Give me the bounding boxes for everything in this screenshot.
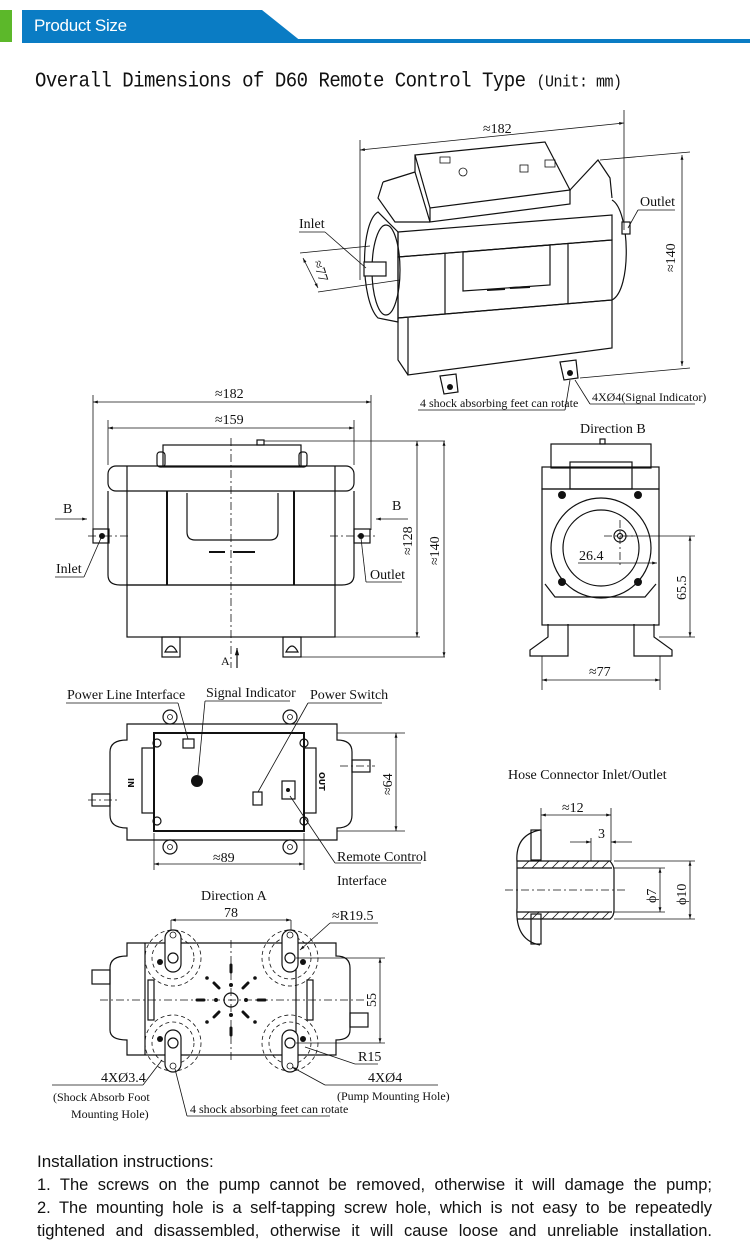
direction-a-view: Direction A 78: [52, 889, 450, 1121]
front-overall-width-dim: ≈182: [215, 387, 244, 402]
iso-foot: [559, 359, 579, 381]
signal-indicator: [191, 775, 203, 787]
front-outlet-label: Outlet: [370, 568, 405, 583]
power-line-interface: [182, 738, 195, 749]
top-height-dim: ≈64: [381, 773, 396, 795]
direction-a-body: [109, 942, 351, 1056]
foot-hole-label-1: (Shock Absorb Foot: [53, 1090, 150, 1104]
installation-instructions: Installation instructions: 1. The screws…: [37, 1150, 712, 1243]
iso-front-panel: [397, 239, 613, 319]
iso-left-cap: [363, 211, 399, 323]
iso-lid: [414, 141, 571, 209]
drawing-title-main: Overall Dimensions of D60 Remote Control…: [35, 68, 526, 94]
front-view: ≈182 ≈159: [55, 387, 446, 668]
iso-width-dim: ≈182: [483, 122, 512, 137]
iso-width-dim-line: [359, 122, 625, 151]
front-overall-height-dim: ≈140: [428, 536, 443, 565]
direction-b-height-dim: 65.5: [675, 576, 690, 601]
iso-outlet-nozzle: [621, 221, 631, 235]
hose-inner-diameter: ϕ7: [645, 889, 660, 903]
remote-control-label-1: Remote Control: [337, 850, 427, 865]
top-width-dim: ≈89: [213, 851, 235, 866]
direction-b-title: Direction B: [580, 422, 646, 437]
power-switch-label: Power Switch: [310, 688, 388, 703]
direction-a-foot: [144, 929, 202, 987]
top-view: Power Line Interface Signal Indicator Po…: [66, 686, 427, 889]
front-body-width-dim: ≈159: [215, 413, 244, 428]
iso-depth-dim: ≈77: [309, 259, 330, 284]
direction-b-offset-dim: 26.4: [579, 549, 604, 564]
direction-a-feet-label: 4 shock absorbing feet can rotate: [190, 1102, 348, 1116]
direction-b-view: Direction B 26.4 65.5 ≈77: [529, 422, 695, 690]
direction-a-title: Direction A: [201, 889, 268, 904]
hose-title: Hose Connector Inlet/Outlet: [508, 768, 667, 783]
front-foot: [282, 636, 302, 658]
section-marker: [0, 10, 12, 42]
iso-foot: [439, 373, 459, 395]
front-body-height-dim: ≈128: [401, 526, 416, 555]
instruction-item: 1. The screws on the pump cannot be remo…: [37, 1176, 712, 1194]
remote-control-interface: [281, 780, 296, 800]
section-title: Product Size: [34, 16, 127, 35]
iso-signal-label: 4XØ4(Signal Indicator): [592, 390, 706, 404]
direction-a-foot: [261, 1014, 319, 1073]
hose-length-dim: ≈12: [562, 801, 584, 816]
direction-a-radius-small: R15: [358, 1050, 381, 1065]
front-lid: [162, 444, 302, 468]
out-mark: OUT: [317, 772, 326, 791]
pump-hole-dim: 4XØ4: [368, 1071, 402, 1086]
iso-height-dim: ≈140: [664, 243, 679, 272]
hose-connector-view: Hose Connector Inlet/Outlet ≈12 3 ϕ7: [505, 768, 695, 946]
front-inlet-label: Inlet: [56, 562, 82, 577]
hose-barb-dim: 3: [598, 827, 605, 842]
iso-right-cap: [611, 199, 627, 301]
front-direction-b-right: B: [392, 499, 401, 514]
remote-control-label-2: Interface: [337, 874, 387, 889]
power-line-interface-label: Power Line Interface: [67, 688, 185, 703]
direction-a-foot: [261, 929, 319, 987]
isometric-view: ≈182 ≈140 ≈77 Inlet Outlet 4 shock absor…: [299, 110, 706, 411]
foot-hole-dim: 4XØ3.4: [101, 1071, 146, 1086]
section-tab: Product Size: [22, 10, 302, 42]
drawing-title: Overall Dimensions of D60 Remote Control…: [35, 69, 622, 93]
hose-outer-diameter: ϕ10: [675, 884, 690, 905]
section-rule: [22, 39, 750, 43]
direction-b-body: [541, 488, 660, 626]
section-header: Product Size: [0, 10, 750, 44]
power-switch: [252, 791, 263, 806]
front-direction-a: A: [221, 654, 230, 668]
iso-outlet-label: Outlet: [640, 195, 675, 210]
technical-drawing: ≈182 ≈140 ≈77 Inlet Outlet 4 shock absor…: [52, 110, 706, 1121]
direction-a-foot: [144, 1014, 202, 1073]
direction-a-height-dim: 55: [365, 993, 380, 1007]
iso-lower-band: [397, 299, 613, 376]
direction-b-width-dim: ≈77: [589, 665, 611, 680]
pump-hole-label: (Pump Mounting Hole): [337, 1089, 450, 1103]
signal-indicator-label: Signal Indicator: [206, 686, 296, 701]
iso-inlet-nozzle: [363, 261, 387, 277]
top-body: [109, 723, 353, 841]
instructions-title: Installation instructions:: [37, 1152, 214, 1171]
iso-feet-label: 4 shock absorbing feet can rotate: [420, 396, 578, 410]
front-foot: [161, 636, 181, 658]
instruction-item: 2. The mounting hole is a self-tapping s…: [37, 1199, 712, 1240]
drawing-title-unit: (Unit: mm): [536, 73, 623, 92]
direction-a-spacing-dim: 78: [224, 906, 238, 921]
iso-inlet-label: Inlet: [299, 217, 325, 232]
front-direction-b-left: B: [63, 502, 72, 517]
direction-a-radius-large: ≈R19.5: [332, 909, 374, 924]
in-mark: IN: [126, 778, 135, 788]
foot-hole-label-2: Mounting Hole): [71, 1107, 149, 1121]
